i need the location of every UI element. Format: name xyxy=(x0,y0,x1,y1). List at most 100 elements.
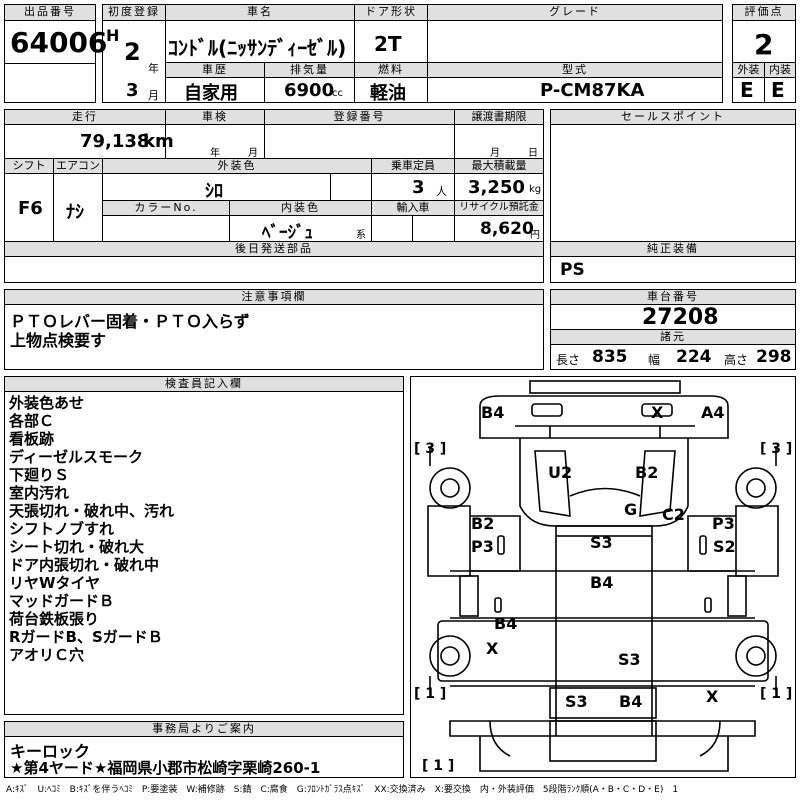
genuine-equipment-cell xyxy=(550,256,796,283)
office-header: 事務局よりご案内 xyxy=(4,721,404,737)
damage-mark: B2 xyxy=(471,514,495,533)
interior-color: ﾍﾞｰｼﾞｭ xyxy=(262,223,313,243)
inspector-note: 各部Ｃ xyxy=(9,412,55,430)
diagram-label-front-right: [ 3 ] xyxy=(760,441,793,457)
damage-mark: A4 xyxy=(701,403,725,422)
transfer-day-unit: 日 xyxy=(528,148,538,159)
mileage-header: 走行 xyxy=(4,109,166,125)
mileage: 79,138 xyxy=(80,131,150,152)
inspector-notes-list: 外装色あせ 各部Ｃ 看板跡 ディーゼルスモーク 下廻りＳ 室内汚れ 天張切れ・破… xyxy=(9,394,174,664)
sales-point-cell xyxy=(550,124,796,242)
history: 自家用 xyxy=(184,83,238,104)
registration-month: 3 xyxy=(126,80,139,101)
damage-mark: P3 xyxy=(712,514,735,533)
inspector-note: 室内汚れ xyxy=(9,484,70,502)
vehicle-diagram xyxy=(427,380,779,772)
capacity-header: 乗車定員 xyxy=(371,158,455,174)
genuine-equipment: PS xyxy=(560,260,585,280)
diagram-label-bottom: [ 1 ] xyxy=(422,758,455,774)
model: P-CM87KA xyxy=(540,80,645,101)
inspection-year-unit: 年 xyxy=(210,148,220,159)
registration-number-cell xyxy=(264,124,455,159)
inspector-note: 荷台鉄板張り xyxy=(9,610,100,628)
car-name: ｺﾝﾄﾞﾙ(ﾆｯｻﾝﾃﾞｨｰｾﾞﾙ) xyxy=(168,36,347,60)
score-header: 評価点 xyxy=(732,4,796,21)
ac: ﾅｼ xyxy=(66,202,84,223)
damage-mark: B2 xyxy=(635,463,659,482)
notes-line-2: 上物点検要す xyxy=(10,331,107,350)
chassis-header: 車台番号 xyxy=(550,289,796,305)
damage-mark: B4 xyxy=(619,692,643,711)
first-registration-header: 初度登録 xyxy=(102,4,166,21)
history-header: 車歴 xyxy=(165,62,265,78)
inspector-cell xyxy=(4,391,404,715)
dimensions-cell xyxy=(550,344,796,370)
inspector-note: 外装色あせ xyxy=(9,394,85,412)
interior-grade-cell xyxy=(764,77,796,103)
grade-header: グレード xyxy=(427,4,723,21)
score: 2 xyxy=(754,28,774,61)
transfer-deadline-header: 譲渡書期限 xyxy=(454,109,544,125)
damage-mark: G xyxy=(624,500,638,519)
damage-mark: S2 xyxy=(713,537,736,556)
inspector-note: RガードB、SガードＢ xyxy=(9,628,163,646)
shift: F6 xyxy=(18,198,43,219)
exterior-color-cell xyxy=(102,173,372,201)
width-label: 幅 xyxy=(648,353,661,367)
fuel-header: 燃料 xyxy=(354,62,428,78)
transfer-month-unit: 月 xyxy=(490,148,500,159)
exterior-color: ｼﾛ xyxy=(205,181,223,202)
notes-line-1: ＰＴＯレバー固着・ＰＴＯ入らず xyxy=(10,312,250,331)
damage-mark: S3 xyxy=(590,533,613,552)
door-type: 2T xyxy=(374,32,402,56)
max-load-header: 最大積載量 xyxy=(454,158,544,174)
year-unit: 年 xyxy=(148,62,159,75)
exterior-grade-header: 外装 xyxy=(732,62,765,78)
model-cell xyxy=(427,77,723,103)
era: H xyxy=(106,26,120,45)
inspector-note: シフトノブすれ xyxy=(9,520,115,538)
damage-mark: S3 xyxy=(565,692,588,711)
recycle-header: リサイクル預託金 xyxy=(454,200,544,216)
later-parts-header: 後日発送部品 xyxy=(4,241,544,257)
dimensions-header: 諸元 xyxy=(550,329,796,345)
damage-mark: B4 xyxy=(590,573,614,592)
diagram-label-rear-left: [ 1 ] xyxy=(414,686,447,702)
damage-mark: B4 xyxy=(481,403,505,422)
inspector-note: 天張切れ・破れ中、汚れ xyxy=(9,502,175,520)
inspector-note: 看板跡 xyxy=(9,430,55,448)
displacement-unit: cc xyxy=(332,88,343,99)
color-number-cell xyxy=(102,215,230,242)
notes-header: 注意事項欄 xyxy=(4,289,544,305)
later-parts-cell xyxy=(4,256,544,283)
inspector-header: 検査員記入欄 xyxy=(4,376,404,392)
damage-legend: A:ｷｽﾞ U:ﾍｺﾐ B:ｷｽﾞを伴うﾍｺﾐ P:要塗装 W:補修跡 S:錆 … xyxy=(6,785,679,795)
exterior-color-divider xyxy=(330,173,331,201)
damage-mark: B4 xyxy=(494,614,518,633)
inspector-note: ディーゼルスモーク xyxy=(9,448,143,466)
damage-mark: U2 xyxy=(548,463,573,482)
office-line-2: ★第4ヤード★福岡県小郡市松崎字栗崎260-1 xyxy=(10,759,321,777)
vehicle-diagram-frame xyxy=(410,376,796,778)
registration-year: 2 xyxy=(124,38,141,66)
import-divider xyxy=(412,215,413,242)
capacity-unit: 人 xyxy=(436,185,447,198)
inspector-note: リヤWタイヤ xyxy=(9,574,101,592)
damage-mark: P3 xyxy=(471,537,494,556)
inspection-header: 車検 xyxy=(165,109,265,125)
grade-cell xyxy=(427,20,723,63)
lot-number-blank xyxy=(4,63,96,103)
inspector-note: ドア内張切れ・破れ中 xyxy=(9,556,160,574)
inspector-note: 下廻りＳ xyxy=(9,466,70,484)
interior-color-header: 内装色 xyxy=(229,200,372,216)
color-number-header: カラーNo. xyxy=(102,200,230,216)
model-header: 型式 xyxy=(427,62,723,78)
chassis-number: 27208 xyxy=(642,305,719,330)
fuel: 軽油 xyxy=(370,83,406,104)
door-header: ドア形状 xyxy=(354,4,428,21)
interior-grade: E xyxy=(771,78,785,102)
height-label: 高さ xyxy=(724,353,749,367)
inspector-note: マッドガードＢ xyxy=(9,592,115,610)
ac-header: エアコン xyxy=(53,158,103,174)
inspection-month-unit: 月 xyxy=(248,148,258,159)
